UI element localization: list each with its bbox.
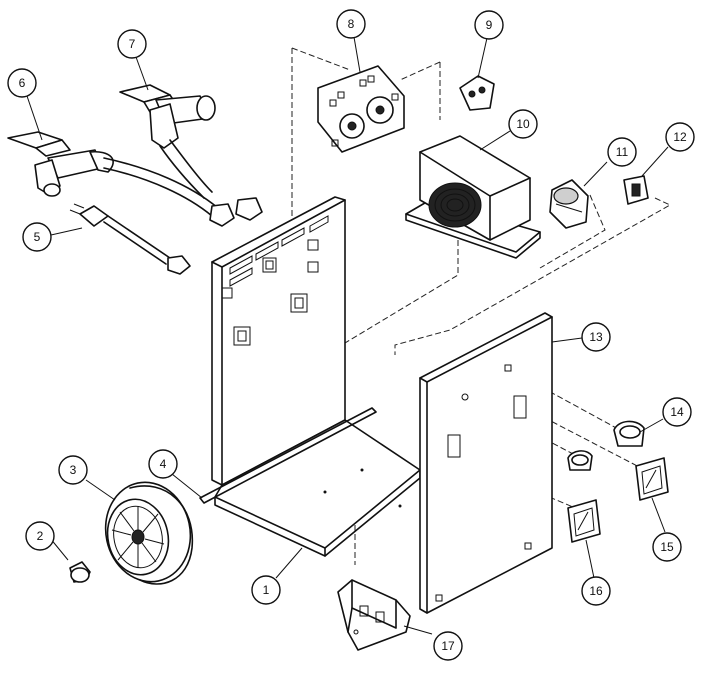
callout-12: 12 bbox=[665, 122, 695, 152]
callout-label: 8 bbox=[348, 17, 355, 31]
callout-11: 11 bbox=[607, 137, 637, 167]
callout-15: 15 bbox=[652, 532, 682, 562]
callout-2: 2 bbox=[25, 521, 55, 551]
small-switch bbox=[623, 175, 649, 205]
callout-6: 6 bbox=[7, 68, 37, 98]
callout-label: 4 bbox=[160, 457, 167, 471]
callouts: 1 2 3 4 5 6 7 8 bbox=[7, 9, 695, 661]
callout-label: 10 bbox=[516, 117, 530, 131]
callout-label: 17 bbox=[441, 639, 455, 653]
circuit-board bbox=[317, 65, 405, 153]
callout-16: 16 bbox=[581, 576, 611, 606]
callout-8: 8 bbox=[336, 9, 366, 39]
callout-label: 2 bbox=[37, 529, 44, 543]
power-cord bbox=[69, 203, 191, 275]
circuit-breaker bbox=[549, 179, 589, 229]
meter-15 bbox=[635, 457, 669, 501]
callout-9: 9 bbox=[474, 10, 504, 40]
callout-label: 14 bbox=[670, 405, 684, 419]
clamp-cable-6 bbox=[7, 131, 235, 227]
callout-label: 13 bbox=[589, 330, 603, 344]
callout-10: 10 bbox=[508, 109, 538, 139]
cart-frame bbox=[199, 196, 421, 557]
wheel-cap bbox=[69, 561, 91, 583]
relay bbox=[459, 75, 495, 111]
transformer bbox=[405, 135, 541, 259]
callout-label: 11 bbox=[616, 145, 629, 159]
clamp-cable-7 bbox=[119, 84, 263, 221]
front-panel bbox=[419, 312, 553, 614]
callout-label: 5 bbox=[34, 230, 41, 244]
wheel bbox=[104, 481, 194, 585]
knob-14 bbox=[613, 420, 645, 447]
callout-13: 13 bbox=[581, 322, 611, 352]
callout-5: 5 bbox=[22, 222, 52, 252]
callout-label: 9 bbox=[486, 18, 493, 32]
callout-label: 1 bbox=[263, 583, 270, 597]
leader-lines bbox=[26, 36, 669, 635]
callout-label: 7 bbox=[129, 37, 136, 51]
callout-label: 12 bbox=[673, 130, 687, 144]
callout-label: 3 bbox=[70, 463, 77, 477]
knob-small bbox=[567, 450, 593, 471]
callout-label: 16 bbox=[589, 584, 603, 598]
bracket-tray bbox=[337, 579, 411, 651]
callout-label: 15 bbox=[660, 540, 674, 554]
callout-4: 4 bbox=[148, 449, 178, 479]
callout-1: 1 bbox=[251, 575, 281, 605]
callout-3: 3 bbox=[58, 455, 88, 485]
callout-label: 6 bbox=[19, 76, 26, 90]
meter-16 bbox=[567, 499, 601, 543]
callout-7: 7 bbox=[117, 29, 147, 59]
callout-14: 14 bbox=[662, 397, 692, 427]
callout-17: 17 bbox=[433, 631, 463, 661]
